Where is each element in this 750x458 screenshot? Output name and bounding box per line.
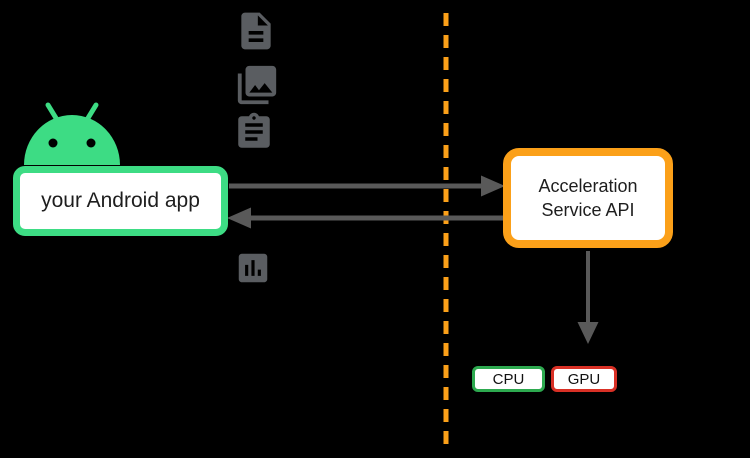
arrow-api-to-hardware-head	[577, 322, 599, 344]
document-icon	[241, 12, 271, 50]
cpu-chip-label: CPU	[492, 370, 525, 388]
bar-chart-icon	[238, 253, 268, 283]
gpu-chip: GPU	[551, 366, 617, 392]
gpu-chip-label: GPU	[567, 370, 601, 388]
android-eye-left	[48, 138, 58, 148]
android-app-box-label: your Android app	[41, 189, 200, 212]
clipboard-icon	[238, 112, 270, 148]
android-head-dome	[24, 115, 120, 165]
android-robot-icon	[24, 102, 120, 165]
android-app-box: your Android app	[13, 166, 228, 236]
android-eye-right	[86, 138, 96, 148]
photo-library-icon	[237, 65, 277, 105]
acceleration-service-api-label: Acceleration Service API	[538, 175, 638, 220]
arrow-app-to-api-head	[481, 175, 505, 197]
arrow-api-to-app-head	[227, 207, 251, 229]
acceleration-service-api-box: Acceleration Service API	[503, 148, 673, 248]
cpu-chip: CPU	[472, 366, 545, 392]
